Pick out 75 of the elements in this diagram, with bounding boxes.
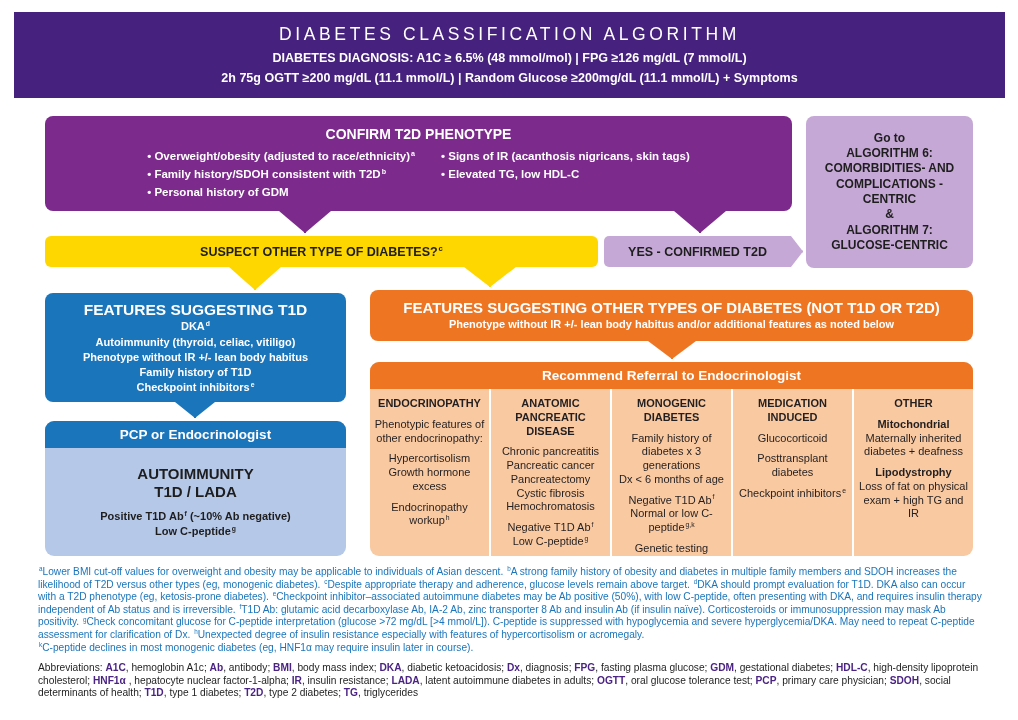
arrow bbox=[790, 236, 804, 267]
footnote-text: $^{k}$C-peptide declines in most monogenic diabetes (eg, HNF1α may require insulin later in course). bbox=[38, 641, 475, 655]
next-step-box bbox=[806, 116, 973, 268]
feature-text: Phenotype without IR +/- lean body habitus and/or additional features as noted below bbox=[448, 317, 895, 333]
bullet-item: • Signs of IR (acanthosis nigricans, skin tags) bbox=[441, 149, 690, 165]
column-text: Pancreatic cancer bbox=[506, 459, 595, 473]
box-heading: FEATURES SUGGESTING OTHER TYPES OF DIABETES (NOT T1D OR T2D) bbox=[403, 298, 940, 318]
arrow bbox=[464, 266, 516, 288]
column-subheading: Mitochondrial bbox=[877, 417, 950, 432]
feature-text: Autoimmunity (thyroid, celiac, vitiligo) bbox=[95, 334, 296, 350]
feature-box bbox=[45, 293, 346, 402]
abbreviations-text: Abbreviations: A1C, hemoglobin A1c; Ab, antibody; BMI, body mass index; DKA, diabetic ketoacidosis; Dx, diagnosis; FPG, fasting plasma glucose; GDM, gestational diabetes; HDL-C, high-density lipoprotein cholesterol; HNF1α , hepatocyte nuclear factor-1-alpha; IR, insulin resistance; LADA, latent autoimmune diabetes in adults; OGTT, oral glucose tolerance test; PCP, primary care physician; SDOH, social determinants of health; T1D, type 1 diabetes; T2D, type 2 diabetes; TG, triglycerides bbox=[38, 662, 980, 700]
column-heading: OTHER bbox=[894, 397, 933, 411]
panel-header: Recommend Referral to Endocrinologist bbox=[370, 362, 973, 389]
column-text: Checkpoint inhibitors$^{e}$ bbox=[739, 486, 846, 501]
column-text: Dx < 6 months of age bbox=[619, 472, 724, 487]
referral-panel bbox=[370, 362, 973, 556]
column-heading: ENDOCRINOPATHY bbox=[378, 397, 481, 411]
feature-box bbox=[370, 290, 973, 341]
box-heading: CONFIRM T2D PHENOTYPE bbox=[325, 125, 512, 144]
result-banner bbox=[604, 236, 791, 267]
box-text: Go to bbox=[873, 130, 906, 146]
banner-text: YES - CONFIRMED T2D bbox=[628, 244, 767, 259]
column-text: Normal or low C-peptide$^{g,k}$ bbox=[629, 507, 714, 535]
column-text: Loss of fat on physical exam + high TG and IR bbox=[858, 479, 969, 521]
bullet-item: • Elevated TG, low HDL-C bbox=[441, 166, 581, 182]
diagnosis-panel bbox=[45, 421, 346, 556]
column-text: Glucocorticoid bbox=[757, 431, 828, 446]
criteria-text: DIABETES DIAGNOSIS: A1C ≥ 6.5% (48 mmol/mol) | FPG ≥126 mg/dL (7 mmol/L) bbox=[272, 49, 747, 66]
banner-text: SUSPECT OTHER TYPE OF DIABETES?$^{c}$ bbox=[200, 244, 443, 259]
diagram-title: DIABETES CLASSIFICATION ALGORITHM bbox=[279, 23, 740, 45]
column-text: Hemochromatosis bbox=[506, 500, 595, 514]
column-heading: MEDICATION INDUCED bbox=[757, 397, 828, 425]
question-banner bbox=[45, 236, 598, 267]
column-text: Negative T1D Ab$^{f}$ bbox=[628, 493, 715, 508]
panel-text: Low C-peptide$^{g}$ bbox=[155, 524, 236, 540]
column-text: Chronic pancreatitis bbox=[501, 445, 600, 459]
column-text: Negative T1D Ab$^{f}$ bbox=[507, 521, 594, 535]
bullet-item: • Personal history of GDM bbox=[147, 184, 290, 200]
column-text: Genetic testing bbox=[634, 541, 709, 556]
column-subheading: Lipodystrophy bbox=[875, 466, 952, 480]
column-text: Endocrinopathy workup$^{h}$ bbox=[390, 500, 469, 528]
column-text: Maternally inherited diabetes + deafness bbox=[863, 431, 964, 459]
feature-text: Family history of T1D bbox=[139, 364, 252, 380]
feature-text: Checkpoint inhibitors$^{e}$ bbox=[136, 380, 255, 396]
bullet-item: • Family history/SDOH consistent with T2D$^{b}$ bbox=[147, 166, 387, 182]
arrow bbox=[279, 210, 331, 234]
criteria-text: 2h 75g OGTT ≥200 mg/dL (11.1 mmol/L) | Random Glucose ≥200mg/dL (11.1 mmol/L) + Symptoms bbox=[221, 70, 798, 87]
footnote-text: $^{a}$Lower BMI cut-off values for overweight and obesity may be applicable to individuals of Asian descent. $^{b}$A strong family history of obesity and diabetes in multiple family members and SDOH increases the likelihood of T2D versus other types (eg, monogenic diabetes). $^{c}$Despite appropriate therapy and adherence, glucose levels remain above target. $^{d}$DKA should prompt evaluation for T1D. DKA also can occur with a T2D phenotype (eg, ketosis-prone diabetes). $^{e}$Checkpoint inhibitor–associated autoimmune diabetes may be Ab positive (50%), with low C-peptide, often presenting with DKA, and requires insulin therapy independent of Ab status and is irreversible. $^{f}$T1D Ab: glutamic acid decarboxylase Ab, IA-2 Ab, zinc transporter 8 Ab and insulin Ab (if insulin naïve). Corticosteroids or immunosuppression may mask Ab positivity. $^{g}$Check concomitant glucose for C-peptide interpretation (glucose >72 mg/dL [>4 mmol/L]). C-peptide is suppressed with hypoglycemia and severe hyperglycemia/DKA. May need to repeat C-peptide assessment for clarification of Dx. $^{h}$Unexpected degree of insulin resistance especially with features of hypercortisolism or acromegaly. bbox=[38, 566, 983, 642]
column-heading: ANATOMIC PANCREATIC DISEASE bbox=[514, 397, 587, 439]
box-heading: FEATURES SUGGESTING T1D bbox=[83, 300, 308, 320]
header-band bbox=[14, 12, 1005, 98]
column-text: Low C-peptide$^{g}$ bbox=[512, 534, 589, 549]
arrow bbox=[229, 266, 281, 291]
column-text: Phenotypic features of other endocrinopathy: bbox=[374, 417, 485, 446]
box-text: & bbox=[885, 207, 894, 223]
arrow bbox=[648, 340, 696, 360]
column-text: Posttransplant diabetes bbox=[756, 452, 829, 480]
bullet-item: • Overweight/obesity (adjusted to race/ethnicity)$^{a}$ bbox=[147, 148, 415, 165]
column-text: Cystic fibrosis bbox=[516, 486, 585, 501]
phenotype-box bbox=[45, 116, 792, 211]
box-text: ALGORITHM 6: COMORBIDITIES- AND COMPLICATIONS -CENTRIC bbox=[823, 145, 956, 208]
feature-text: DKA$^{d}$ bbox=[181, 319, 210, 335]
box-text: ALGORITHM 7: GLUCOSE-CENTRIC bbox=[830, 222, 949, 254]
column-text: Hypercortisolism bbox=[388, 452, 471, 466]
feature-text: Phenotype without IR +/- lean body habitus bbox=[82, 349, 309, 365]
panel-header: PCP or Endocrinologist bbox=[45, 421, 346, 448]
column-heading: MONOGENIC DIABETES bbox=[635, 397, 708, 425]
arrow bbox=[175, 401, 215, 419]
panel-heading: AUTOIMMUNITY T1D / LADA bbox=[136, 464, 255, 502]
panel-text: Positive T1D Ab$^{f}$ (~10% Ab negative) bbox=[100, 509, 291, 525]
column-text: Pancreatectomy bbox=[510, 472, 591, 487]
column-text: Family history of diabetes x 3 generations bbox=[630, 431, 713, 473]
column-text: Growth hormone excess bbox=[387, 466, 472, 494]
arrow bbox=[674, 210, 726, 234]
